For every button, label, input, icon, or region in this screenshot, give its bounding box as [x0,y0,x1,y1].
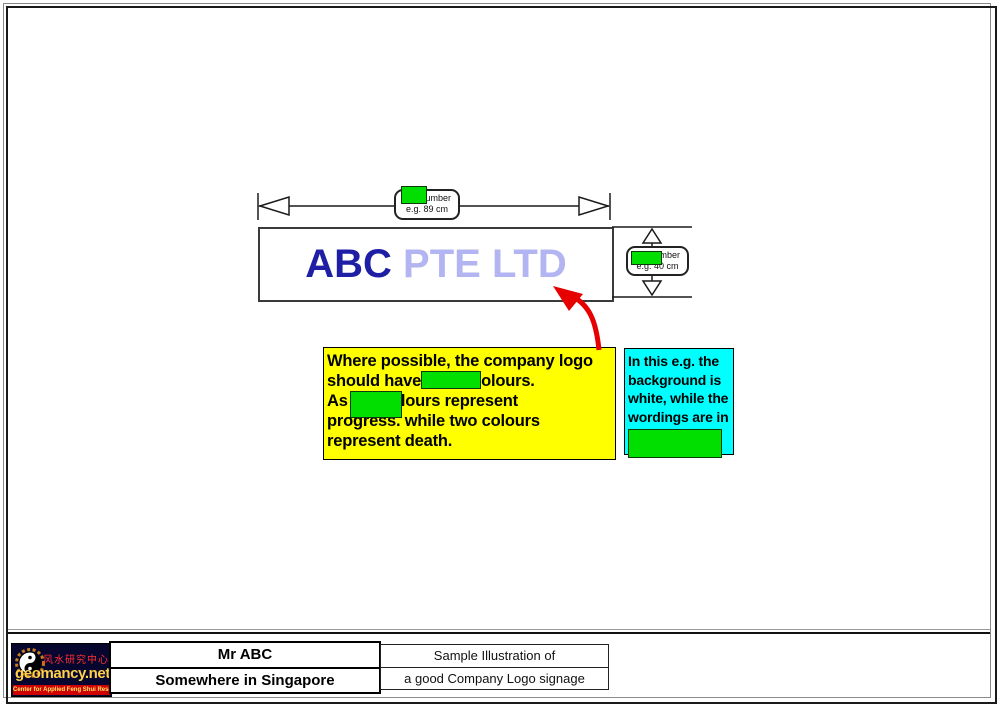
cyan-note-line2: background is [628,371,722,388]
note-redaction-box-3 [628,429,722,458]
cyan-note-line3: white, while the [628,390,729,406]
width-callout: number e.g. 89 cm [394,186,460,220]
yellow-note-line4: progress. while two colours [327,412,540,430]
yellow-note-line3-after: colours represent [382,392,518,410]
yellow-note: Where possible, the company logo should … [323,347,616,460]
footer-divider-line [8,632,990,634]
yellow-note-line2-after: olours. [481,372,535,390]
width-callout-text: number [420,193,451,203]
client-name: Mr ABC [217,646,273,664]
cyan-note-line1: In this e.g. the [628,353,719,369]
yellow-note-line1: Where possible, the company logo [327,352,593,370]
logo-chinese-text: 风水研究中心 [43,655,109,666]
cyan-note: In this e.g. the background is white, wh… [624,348,734,458]
sign-company-name: ABC [305,242,392,286]
geomancy-logo: 风水研究中心 geomancy.net Center for Applied F… [11,643,112,697]
drawing-title-block: Sample Illustration of a good Company Lo… [380,644,609,690]
logo-brand-text: geomancy.net [15,665,110,682]
note-redaction-box-1 [421,371,482,389]
client-location: Somewhere in Singapore [111,666,379,693]
height-callout: number e.g. 40 cm [626,246,689,276]
height-value-redaction-box [631,251,662,265]
cyan-note-line4: wordings are in [628,408,729,425]
signboard: ABC PTE LTD [258,227,614,302]
yellow-note-line2: should have olours. [327,371,615,391]
width-callout-example: e.g. 89 cm [405,204,449,214]
client-block: Mr ABC Somewhere in Singapore [109,641,381,694]
outer-page-border [3,3,991,698]
height-callout-text: number [649,250,680,260]
footer-divider-shadow [8,629,990,630]
drawing-title-line1: Sample Illustration of [433,648,556,664]
yellow-note-line3-before: As [327,392,353,410]
height-callout-example: e.g. 40 cm [636,261,679,271]
yellow-note-line5: represent death. [327,432,453,450]
drawing-title-line2: a good Company Logo signage [381,666,608,690]
yinyang-gear-icon [15,648,45,678]
logo-tagline: Center for Applied Feng Shui Research [13,685,110,695]
inner-page-border [6,6,997,704]
sign-company-suffix: PTE LTD [391,242,567,286]
note-redaction-box-2 [350,391,402,418]
yellow-note-line2-before: should have [327,372,422,390]
width-value-redaction-box [401,186,427,204]
